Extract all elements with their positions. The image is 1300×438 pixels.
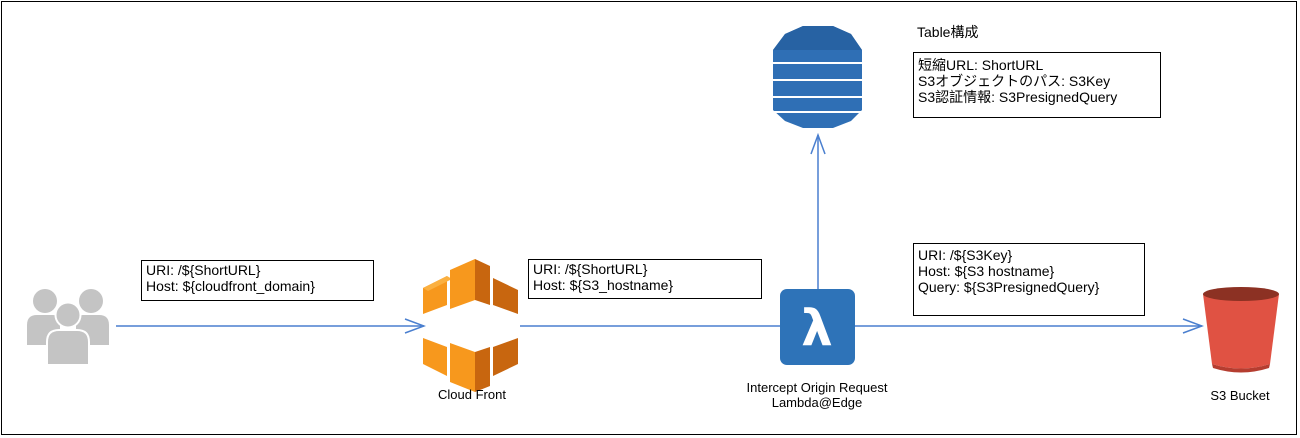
cloudfront-label: Cloud Front	[438, 387, 506, 402]
note-origin-host: Host: ${S3_hostname}	[533, 277, 674, 293]
note-user-request: URI: /${ShortURL} Host: ${cloudfront_dom…	[141, 260, 374, 301]
table-line-presigned: S3認証情報: S3PresignedQuery	[918, 89, 1118, 105]
table-line-s3key: S3オブジェクトのパス: S3Key	[918, 73, 1111, 89]
lambda-label-line2: Lambda@Edge	[771, 395, 863, 410]
s3-bucket-icon	[1203, 287, 1279, 373]
note-origin-request: URI: /${ShortURL} Host: ${S3_hostname}	[528, 259, 762, 299]
note-origin-uri: URI: /${ShortURL}	[533, 261, 648, 277]
table-definition: 短縮URL: ShortURL S3オブジェクトのパス: S3Key S3認証情…	[913, 52, 1161, 118]
note-user-host: Host: ${cloudfront_domain}	[146, 278, 315, 294]
lambda-label-line1: Intercept Origin Request	[746, 380, 888, 395]
note-s3-host: Host: ${S3 hostname}	[918, 263, 1055, 279]
users-group-icon	[27, 289, 109, 366]
note-s3-request: URI: /${S3Key} Host: ${S3 hostname} Quer…	[913, 243, 1145, 316]
s3-label: S3 Bucket	[1210, 388, 1270, 403]
dynamodb-icon	[773, 26, 862, 128]
svg-text:λ: λ	[801, 299, 833, 357]
lambda-icon: λ	[780, 289, 855, 365]
cloudfront-icon	[423, 259, 518, 392]
note-s3-query: Query: ${S3PresignedQuery}	[918, 279, 1100, 295]
note-s3-uri: URI: /${S3Key}	[918, 247, 1013, 263]
note-user-uri: URI: /${ShortURL}	[146, 262, 261, 278]
table-title: Table構成	[917, 24, 979, 40]
table-line-shorturl: 短縮URL: ShortURL	[918, 57, 1044, 73]
